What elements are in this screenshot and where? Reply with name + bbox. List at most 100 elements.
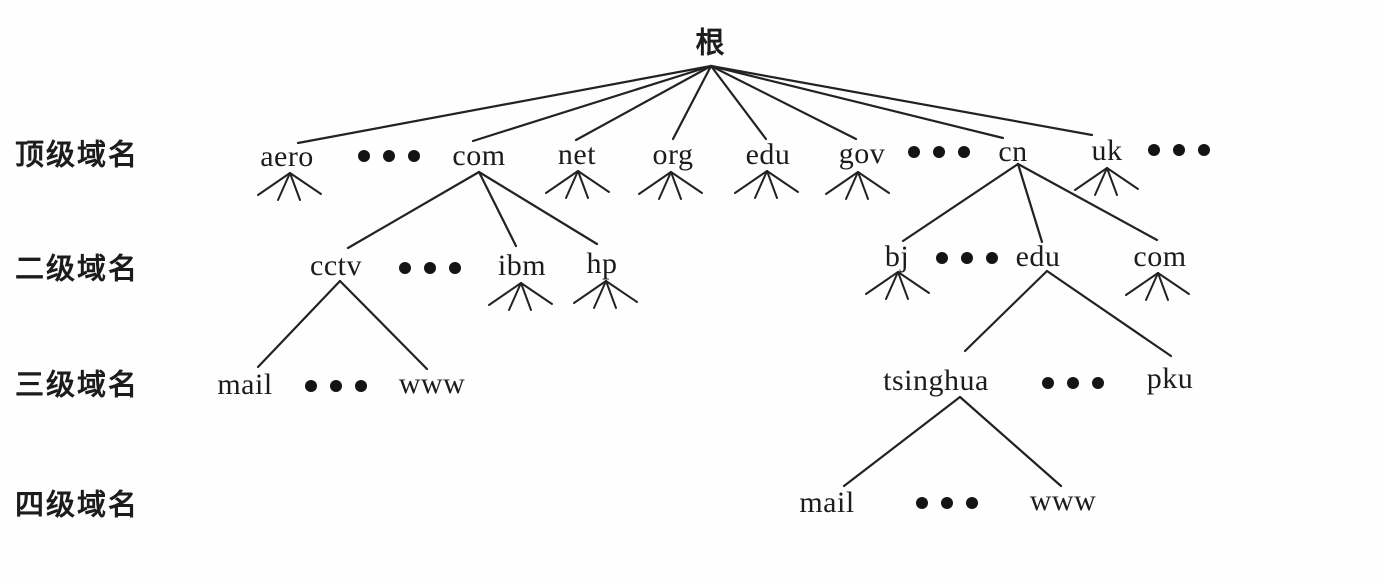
tree-node-ibm: ibm <box>497 249 547 282</box>
tree-node-hp: hp <box>586 247 618 280</box>
tree-node-root: 根 <box>695 27 727 60</box>
subtree-fan-mark <box>865 271 899 295</box>
tree-edge <box>1016 162 1159 242</box>
subtree-fan-mark <box>257 172 291 196</box>
tree-node-pku: pku <box>1146 362 1194 395</box>
ellipsis-dots <box>305 380 367 392</box>
row-label-fourth-level-domain: 四级域名 <box>14 489 140 522</box>
subtree-fan-mark <box>638 171 672 195</box>
tree-edge <box>709 64 768 141</box>
subtree-fan-mark <box>658 171 672 200</box>
tree-edge <box>963 269 1049 353</box>
subtree-fan-mark <box>520 282 553 305</box>
tree-node-www-cctv: www <box>398 367 466 400</box>
subtree-fan-mark <box>577 170 610 193</box>
subtree-fan-mark <box>277 172 291 201</box>
subtree-fan-mark <box>289 172 322 195</box>
dot <box>958 146 970 158</box>
subtree-fan-mark <box>1106 167 1118 196</box>
row-label-second-level-domain: 二级域名 <box>14 253 140 286</box>
tree-edge <box>574 64 713 142</box>
dot <box>1042 377 1054 389</box>
dot <box>358 150 370 162</box>
dot <box>933 146 945 158</box>
subtree-fan-mark <box>1106 167 1139 190</box>
subtree-fan-mark <box>885 271 899 300</box>
subtree-fan-mark <box>734 170 768 194</box>
dot <box>355 380 367 392</box>
ellipsis-dots <box>1148 144 1210 156</box>
subtree-fan-mark <box>565 170 579 199</box>
tree-edge <box>471 64 713 143</box>
dot <box>305 380 317 392</box>
subtree-fan-mark <box>520 282 532 311</box>
subtree-fan-mark <box>1145 272 1159 301</box>
subtree-fan-mark <box>573 280 607 304</box>
subtree-fan-mark <box>605 280 638 303</box>
tree-node-mail-cctv: mail <box>217 368 273 401</box>
dot <box>941 497 953 509</box>
ellipsis-dots <box>358 150 420 162</box>
dot <box>986 252 998 264</box>
tree-node-gov: gov <box>838 137 886 170</box>
dot <box>399 262 411 274</box>
ellipsis-dots <box>399 262 461 274</box>
dot <box>966 497 978 509</box>
subtree-fan-mark <box>593 280 607 309</box>
subtree-fan-mark <box>1125 272 1159 296</box>
subtree-fan-mark <box>754 170 768 199</box>
subtree-fan-mark <box>577 170 589 199</box>
dot <box>424 262 436 274</box>
subtree-fan-mark <box>1157 272 1190 295</box>
row-label-top-level-domain: 顶级域名 <box>14 139 140 172</box>
dot <box>330 380 342 392</box>
dot <box>408 150 420 162</box>
ellipsis-dots <box>1042 377 1104 389</box>
subtree-fan-mark <box>1074 167 1108 191</box>
tree-node-uk: uk <box>1091 134 1123 167</box>
tree-node-tsinghua: tsinghua <box>883 364 989 397</box>
tree-node-net: net <box>557 138 597 171</box>
tree-edge <box>338 279 429 371</box>
tree-edge <box>296 64 713 145</box>
subtree-fan-mark <box>605 280 617 309</box>
subtree-fan-mark <box>488 282 522 306</box>
subtree-fan-mark <box>508 282 522 311</box>
tree-node-mail-tsinghua: mail <box>799 486 855 519</box>
ellipsis-dots <box>908 146 970 158</box>
tree-node-edu-cn: edu <box>1015 240 1061 273</box>
subtree-fan-mark <box>670 171 682 200</box>
tree-node-com-cn: com <box>1133 240 1187 273</box>
tree-node-cn: cn <box>998 135 1028 168</box>
tree-edge <box>477 170 518 248</box>
tree-edge <box>477 170 599 246</box>
ellipsis-dots <box>916 497 978 509</box>
subtree-fan-mark <box>857 171 890 194</box>
dot <box>936 252 948 264</box>
subtree-fan-mark <box>545 170 579 194</box>
tree-node-bj: bj <box>884 240 910 273</box>
row-label-third-level-domain: 三级域名 <box>14 369 140 402</box>
tree-edge <box>671 64 713 141</box>
dot <box>1173 144 1185 156</box>
tree-edge <box>709 64 1005 140</box>
subtree-fan-mark <box>897 271 909 300</box>
dot <box>1092 377 1104 389</box>
subtree-fan-mark <box>1157 272 1169 301</box>
subtree-fan-mark <box>845 171 859 200</box>
subtree-fan-mark <box>670 171 703 194</box>
tree-node-edu: edu <box>745 138 791 171</box>
dot <box>449 262 461 274</box>
tree-edge <box>1045 269 1173 358</box>
tree-node-org: org <box>652 138 694 171</box>
ellipsis-dots <box>936 252 998 264</box>
tree-node-cctv: cctv <box>310 249 362 282</box>
subtree-fan-mark <box>289 172 301 201</box>
subtree-fan-mark <box>766 170 799 193</box>
tree-edge <box>709 64 858 141</box>
dot <box>383 150 395 162</box>
tree-edge <box>709 64 1094 137</box>
dot <box>1198 144 1210 156</box>
dot <box>961 252 973 264</box>
